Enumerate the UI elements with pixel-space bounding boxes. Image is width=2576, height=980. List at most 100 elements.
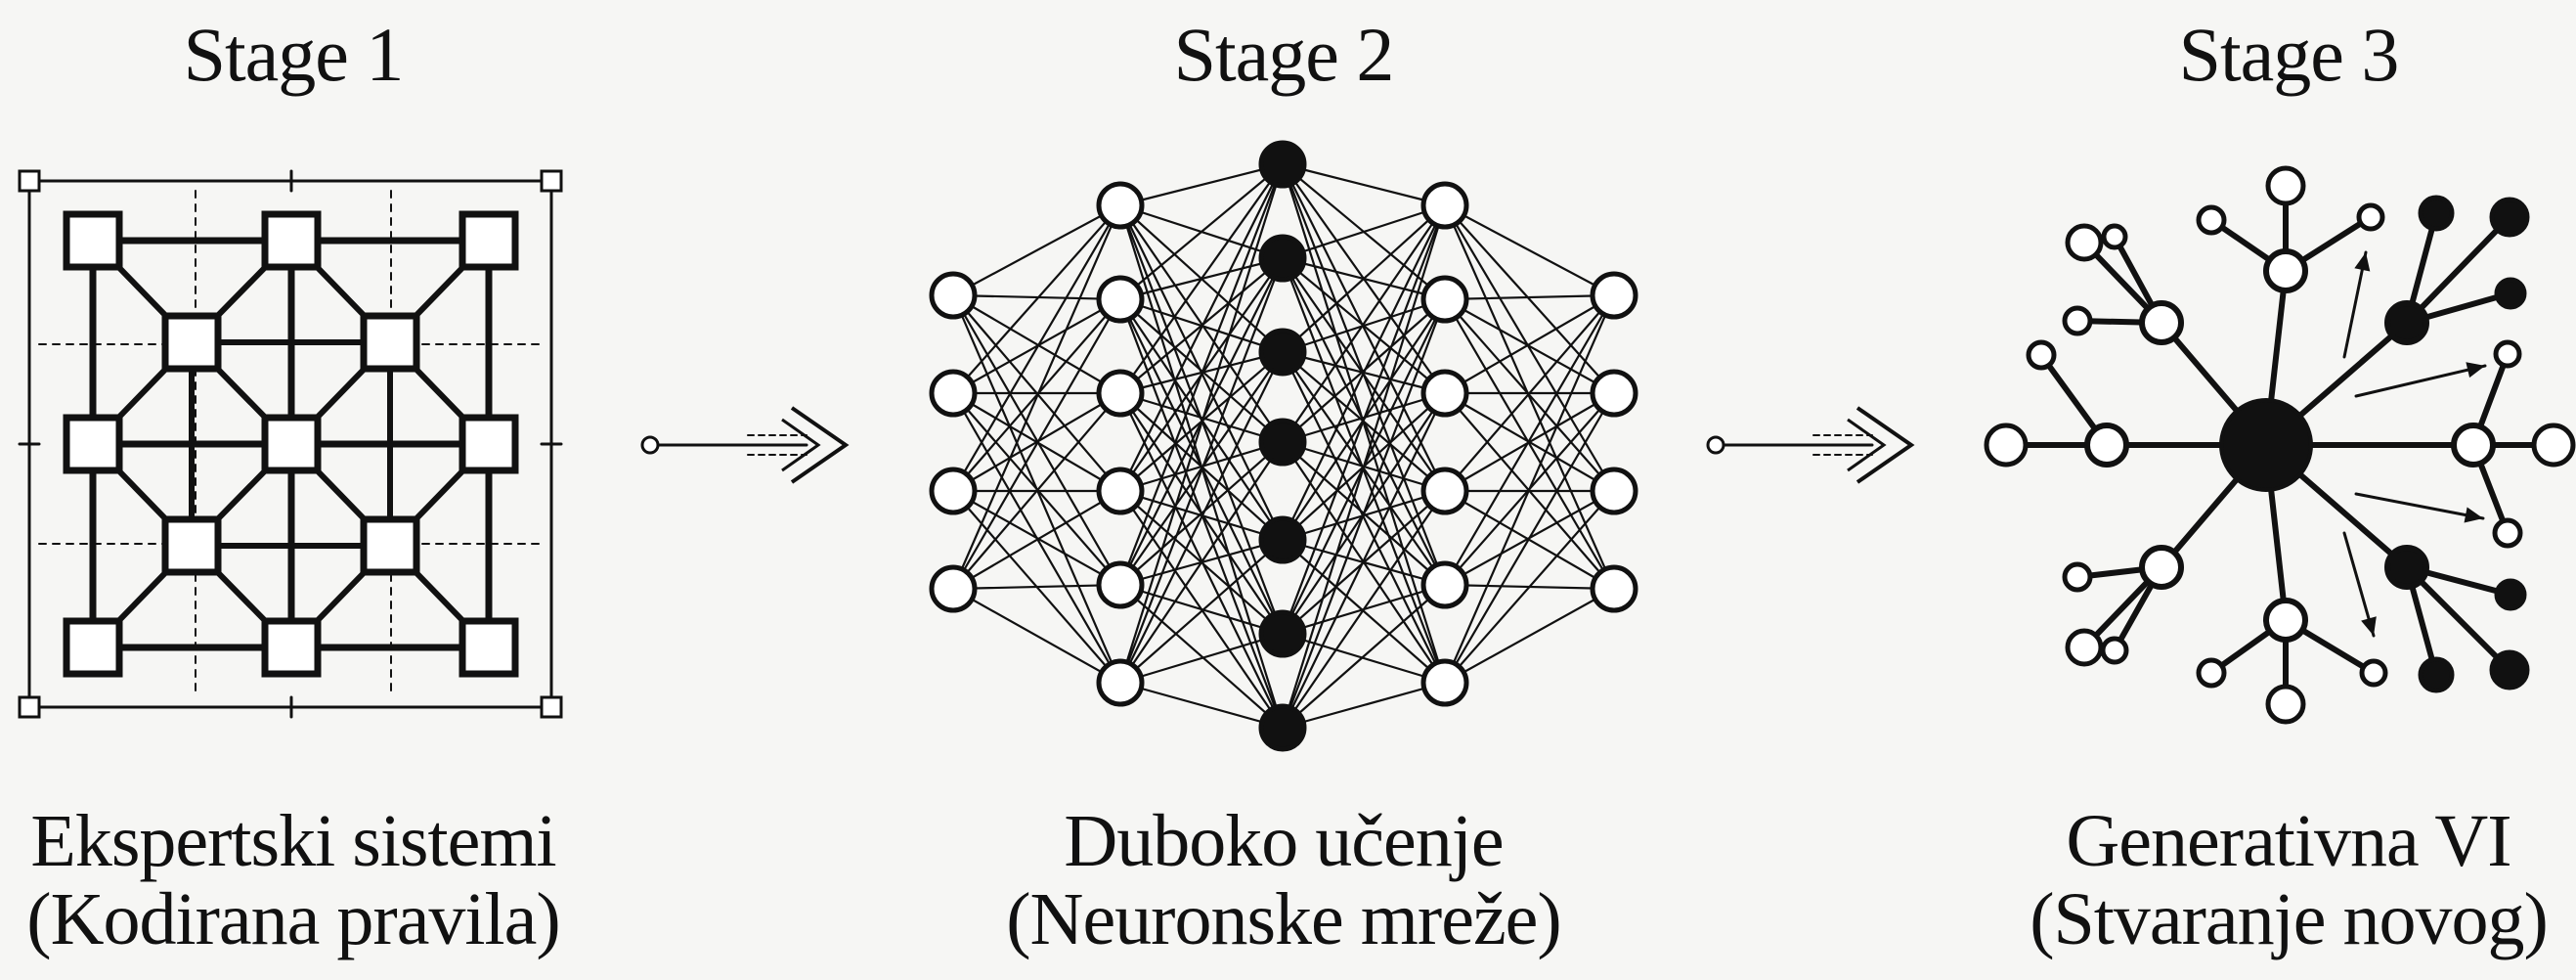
synapse-line — [1443, 203, 1616, 591]
synapse-line — [951, 293, 1122, 301]
arrow-head-inner — [781, 418, 821, 472]
stage-2-name: Duboko učenje — [1064, 800, 1504, 882]
leaf-node — [2196, 204, 2227, 236]
rule-node — [63, 414, 123, 474]
output-node — [1590, 271, 1638, 320]
rule-node — [63, 617, 123, 678]
input-node — [929, 467, 978, 515]
core-node — [1258, 140, 1307, 189]
synapse-line — [1443, 293, 1616, 493]
synapse-line — [1443, 203, 1616, 493]
generation-arrow — [2354, 364, 2487, 398]
synapse-line — [1118, 391, 1285, 730]
synapse-line — [951, 489, 1122, 591]
corner-handle — [18, 695, 41, 719]
leaf-node — [2489, 197, 2530, 238]
core-node — [1258, 515, 1307, 564]
synapse-line — [1281, 162, 1447, 207]
rule-node — [458, 210, 519, 271]
synapse-line — [951, 293, 1122, 395]
synapse-line — [1118, 440, 1285, 493]
input-node — [929, 564, 978, 613]
synapse-line — [1443, 587, 1616, 685]
synapse-line — [1281, 489, 1447, 730]
synapse-line — [1118, 350, 1285, 685]
neural-network-icon — [929, 140, 1638, 752]
core-node — [1258, 703, 1307, 752]
synapse-line — [1118, 297, 1285, 444]
synapse-line — [1118, 162, 1285, 587]
synapse-line — [951, 587, 1122, 685]
synapse-line — [1281, 583, 1447, 730]
synapse-line — [951, 297, 1122, 591]
rule-grid-icon — [18, 169, 563, 719]
rule-node — [360, 515, 420, 576]
generator-core-node — [2219, 398, 2313, 492]
arrow-tip — [2466, 362, 2485, 379]
stage-2-caption: Duboko učenje (Neuronske mreže) — [912, 802, 1655, 958]
generation-arrow — [2354, 492, 2485, 520]
corner-handle — [18, 169, 41, 193]
synapse-line — [951, 203, 1122, 395]
synapse-line — [1281, 203, 1447, 354]
stage-1-name: Ekspertski sistemi — [30, 800, 556, 882]
leaf-node — [2196, 657, 2227, 689]
leaf-node — [2492, 517, 2523, 549]
synapse-line — [1118, 681, 1285, 730]
synapse-line — [1443, 297, 1616, 395]
leaf-node — [2493, 339, 2522, 369]
synapse-line — [1118, 583, 1285, 730]
arrow-tip — [2361, 616, 2377, 636]
synapse-line — [1443, 489, 1616, 685]
arrow-origin-dot — [640, 435, 660, 455]
synapse-line — [1281, 391, 1447, 730]
output-node — [1590, 369, 1638, 418]
branch-hub-node — [2084, 423, 2129, 468]
output-node — [1590, 564, 1638, 613]
synapse-line — [1443, 293, 1616, 587]
synapse-line — [1118, 440, 1285, 685]
synapse-line — [1118, 632, 1285, 685]
arrow-head — [1856, 406, 1915, 484]
hidden-node — [1420, 369, 1469, 418]
output-node — [1590, 467, 1638, 515]
leaf-node — [2531, 423, 2576, 468]
synapse-line — [1281, 203, 1447, 542]
synapse-line — [1118, 440, 1285, 587]
synapse-line — [1118, 162, 1285, 207]
rule-node — [458, 414, 519, 474]
hidden-node — [1096, 467, 1145, 515]
branch-hub-node — [2451, 423, 2496, 468]
hidden-node — [1096, 181, 1145, 230]
branch-line — [2404, 564, 2512, 673]
synapse-line — [1443, 203, 1616, 297]
arrow-tip — [2354, 252, 2371, 272]
branch-hub-node — [2139, 545, 2184, 590]
hidden-node — [1096, 369, 1145, 418]
leaf-node — [2100, 636, 2129, 665]
leaf-node — [2026, 339, 2057, 371]
stage-2-subtitle: (Neuronske mreže) — [1006, 878, 1561, 960]
leaf-node — [1984, 423, 2029, 468]
hidden-node — [1420, 658, 1469, 707]
synapse-line — [1443, 293, 1616, 685]
synapse-line — [951, 391, 1122, 587]
input-node — [929, 271, 978, 320]
synapse-line — [1281, 203, 1447, 636]
synapse-line — [951, 583, 1122, 591]
leaf-node — [2418, 195, 2455, 232]
leaf-node — [2356, 202, 2385, 232]
leaf-node — [2265, 684, 2306, 725]
synapse-line — [1443, 297, 1616, 493]
synapse-line — [1443, 391, 1616, 685]
stage-1-caption: Ekspertski sistemi (Kodirana pravila) — [0, 802, 665, 958]
synapse-line — [1118, 162, 1285, 493]
hidden-node — [1420, 181, 1469, 230]
synapse-line — [1281, 203, 1447, 444]
branch-hub-node — [2139, 300, 2184, 345]
synapse-line — [951, 203, 1122, 591]
rule-node — [63, 210, 123, 271]
stage-2-title: Stage 2 — [1173, 12, 1395, 97]
stage-1-subtitle: (Kodirana pravila) — [26, 878, 560, 960]
